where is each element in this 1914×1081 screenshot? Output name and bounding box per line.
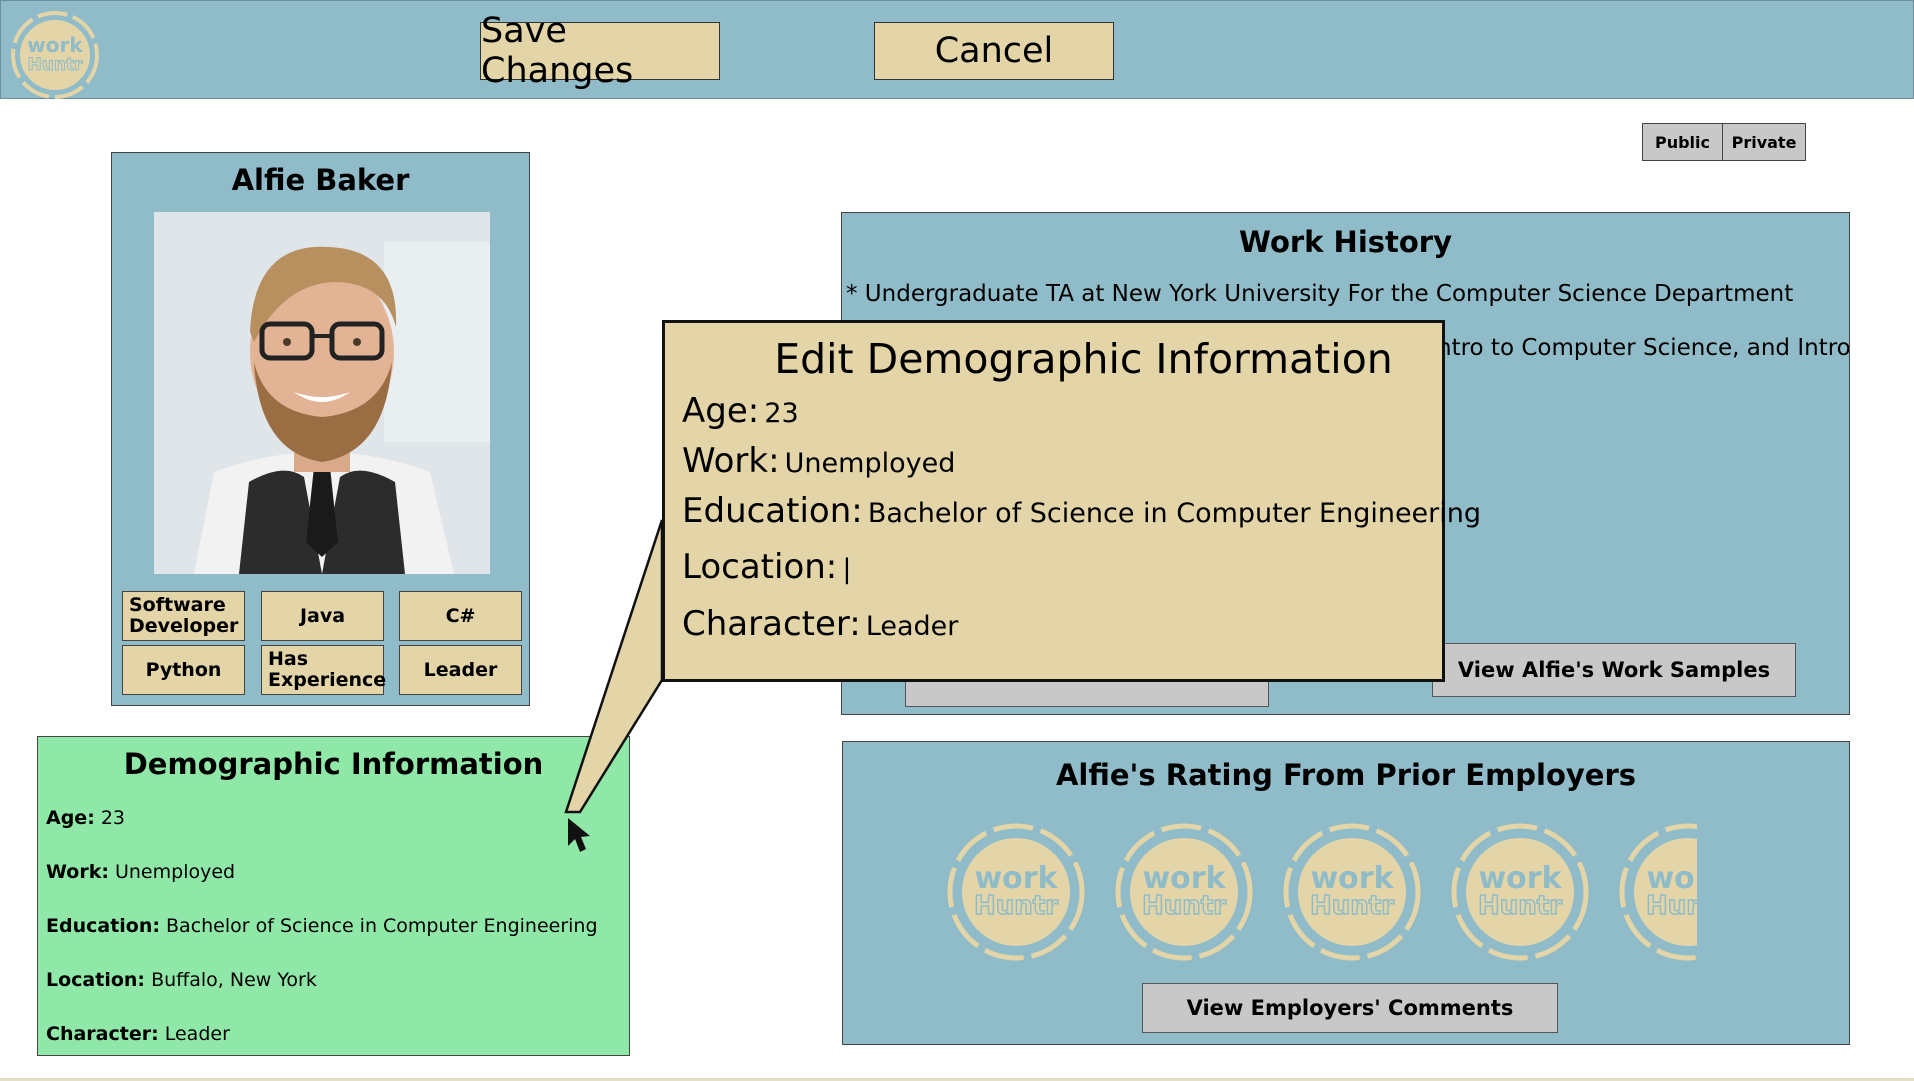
edit-row-work[interactable]: Work: Unemployed	[682, 441, 956, 481]
svg-text:work: work	[1310, 861, 1394, 896]
save-changes-button[interactable]: Save Changes	[480, 11, 720, 91]
top-toolbar: work Huntr Save Changes Cancel	[0, 0, 1914, 99]
demo-row-character: Character: Leader	[46, 1023, 230, 1045]
svg-text:work: work	[1478, 861, 1562, 896]
edit-row-age[interactable]: Age: 23	[682, 391, 799, 431]
rating-logo-icon-3: work Huntr	[1283, 823, 1421, 961]
skill-tag-leader[interactable]: Leader	[399, 645, 522, 695]
rating-logo-icon-2: work Huntr	[1115, 823, 1253, 961]
skill-tag-java[interactable]: Java	[261, 591, 384, 641]
work-history-title: Work History	[1238, 225, 1453, 259]
svg-text:Huntr: Huntr	[1646, 891, 1697, 921]
demo-row-work: Work: Unemployed	[46, 861, 236, 883]
demographic-card[interactable]: Demographic Information Age: 23 Work: Un…	[37, 736, 630, 1056]
edit-popup-title: Edit Demographic Information	[774, 335, 1393, 383]
bottom-edge	[0, 1078, 1914, 1081]
profile-name: Alfie Baker	[231, 163, 410, 197]
svg-text:work: work	[1646, 861, 1697, 896]
rating-logo-icon-5: work Huntr	[1619, 823, 1697, 961]
svg-text:work: work	[974, 861, 1058, 896]
svg-text:Huntr: Huntr	[974, 891, 1058, 921]
ratings-card: Alfie's Rating From Prior Employers work…	[842, 741, 1850, 1045]
edit-row-education[interactable]: Education: Bachelor of Science in Comput…	[682, 491, 1482, 531]
work-history-line: * Undergraduate TA at New York Universit…	[846, 281, 1794, 307]
rating-icons-strip: work Huntr work Huntr work Huntr work Hu…	[843, 742, 1697, 1044]
edit-row-location[interactable]: Location: |	[682, 547, 852, 587]
workhuntr-logo[interactable]: work Huntr	[10, 10, 100, 100]
svg-text:work: work	[1142, 861, 1226, 896]
view-employers-comments-button[interactable]: View Employers' Comments	[1142, 983, 1558, 1033]
view-work-samples-button[interactable]: View Alfie's Work Samples	[1432, 643, 1796, 697]
logo-text-top: work	[27, 33, 83, 57]
public-toggle-button[interactable]: Public	[1643, 124, 1723, 160]
skill-tag-has-experience[interactable]: Has Experience	[261, 645, 386, 695]
work-history-line-partial: ntro to Computer Science, and Intro	[1437, 335, 1850, 361]
rating-logo-icon-4: work Huntr	[1451, 823, 1589, 961]
logo-text-bottom: Huntr	[28, 55, 84, 75]
demographic-title: Demographic Information	[123, 747, 544, 781]
skill-tag-software-developer[interactable]: Software Developer	[122, 591, 245, 641]
demo-row-education: Education: Bachelor of Science in Comput…	[46, 915, 598, 937]
svg-text:Huntr: Huntr	[1310, 891, 1394, 921]
svg-text:Huntr: Huntr	[1142, 891, 1226, 921]
svg-text:Huntr: Huntr	[1478, 891, 1562, 921]
profile-photo	[154, 212, 490, 574]
edit-row-character[interactable]: Character: Leader	[682, 604, 959, 644]
skill-tag-csharp[interactable]: C#	[399, 591, 522, 641]
demo-row-location: Location: Buffalo, New York	[46, 969, 317, 991]
location-text-cursor: |	[842, 554, 852, 585]
private-toggle-button[interactable]: Private	[1731, 132, 1797, 152]
edit-demographic-popup: Edit Demographic Information Age: 23 Wor…	[662, 320, 1481, 682]
ratings-title: Alfie's Rating From Prior Employers	[1055, 758, 1637, 792]
profile-card: Alfie Baker	[111, 152, 530, 706]
demo-row-age: Age: 23	[46, 807, 126, 829]
visibility-toggle: Public Private	[1642, 123, 1806, 161]
cancel-button[interactable]: Cancel	[874, 22, 1114, 80]
rating-logo-icon-1: work Huntr	[947, 823, 1085, 961]
skill-tag-python[interactable]: Python	[122, 645, 245, 695]
